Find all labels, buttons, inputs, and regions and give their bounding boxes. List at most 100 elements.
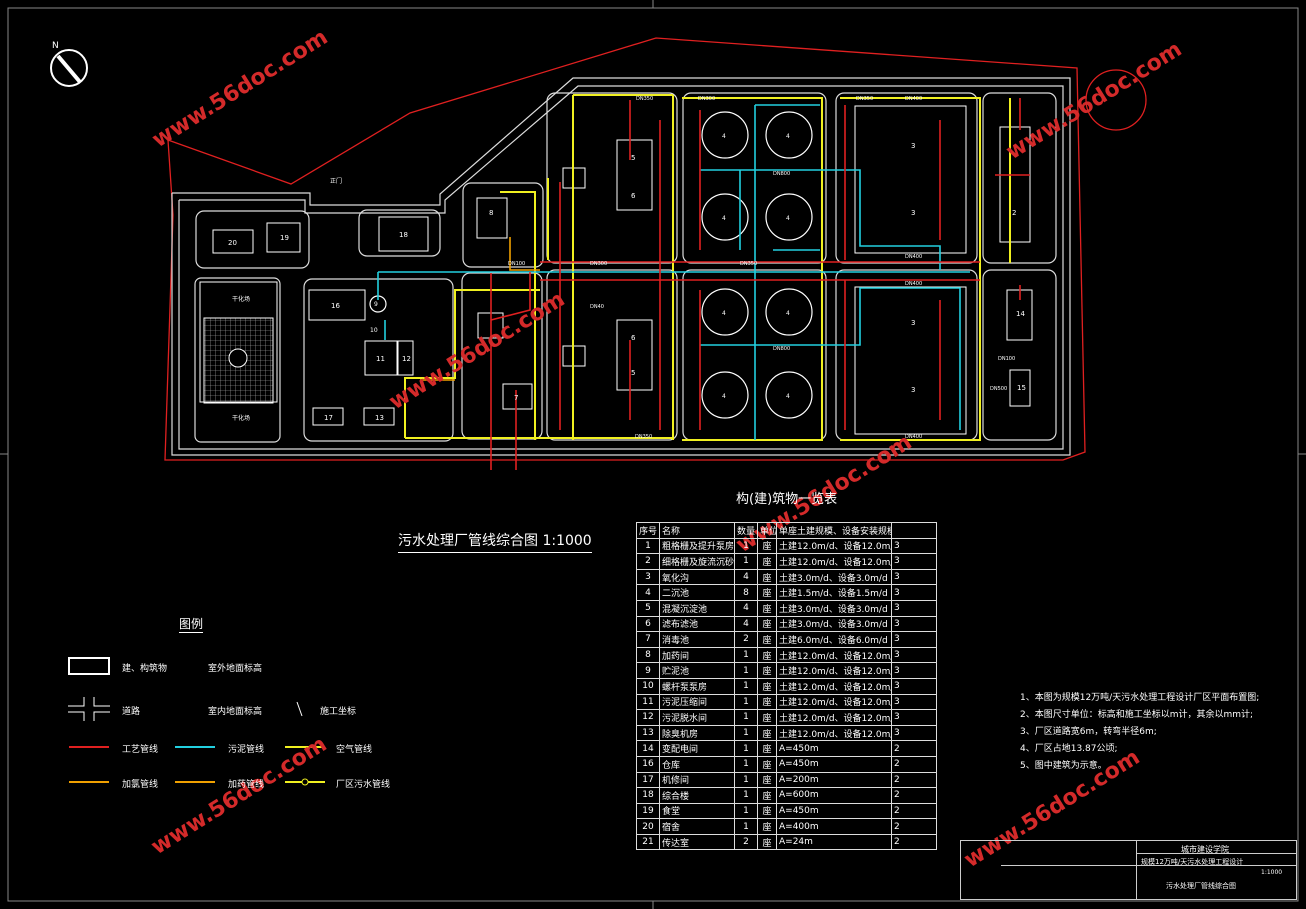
svg-text:4: 4 <box>786 133 790 140</box>
chlorine-pipelines <box>420 237 540 381</box>
svg-text:3: 3 <box>911 142 915 150</box>
table-cell: A=450m <box>776 802 892 820</box>
svg-text:6: 6 <box>631 192 636 200</box>
svg-text:www.56doc.com: www.56doc.com <box>1002 37 1186 165</box>
table-cell: 1 <box>636 537 660 555</box>
svg-text:DN350: DN350 <box>636 96 653 102</box>
svg-text:10: 10 <box>370 327 378 334</box>
table-cell: A=600m <box>776 787 892 804</box>
table-cell: A=450m <box>776 755 892 773</box>
svg-text:DN350: DN350 <box>740 261 757 267</box>
table-cell: A=400m <box>776 818 892 835</box>
svg-text:4: 4 <box>722 215 726 222</box>
svg-text:DN350: DN350 <box>856 96 873 102</box>
table-cell: 3 <box>891 662 937 679</box>
table-cell: 3 <box>891 599 937 617</box>
table-cell: 土建6.0m/d、设备6.0m/d <box>776 631 892 648</box>
svg-text:DN400: DN400 <box>905 254 922 260</box>
table-cell: 20 <box>636 818 660 835</box>
table-cell: 4 <box>734 615 758 633</box>
table-cell: 座 <box>757 818 777 835</box>
legend-label: 道路 <box>122 707 141 717</box>
table-cell: 滤布滤池 <box>659 615 735 633</box>
legend-label: 加药管线 <box>228 780 265 790</box>
table-cell: 污泥脱水间 <box>659 709 735 726</box>
table-cell: 座 <box>757 787 777 804</box>
pipe-size-labels: DN350 DN300 DN350 DN400 DN300 DN350 DN40… <box>508 96 1015 440</box>
table-cell: 座 <box>757 802 777 820</box>
table-cell: 座 <box>757 584 777 601</box>
svg-text:5: 5 <box>631 154 635 162</box>
note-line: 4、厂区占地13.87公顷; <box>1020 744 1118 754</box>
table-cell: 座 <box>757 709 777 726</box>
building-17 <box>312 407 344 426</box>
table-cell: 2 <box>891 787 937 804</box>
note-line: 3、厂区道路宽6m，转弯半径6m; <box>1020 727 1157 737</box>
buildings <box>212 105 1033 435</box>
svg-text:干化场: 干化场 <box>232 414 250 422</box>
svg-text:18: 18 <box>399 231 408 239</box>
process-pipelines <box>490 98 1030 470</box>
table-cell: 2 <box>891 802 937 820</box>
table-cell: A=200m <box>776 771 892 789</box>
table-cell: 1 <box>734 677 758 695</box>
table-cell: 1 <box>734 771 758 789</box>
table-cell: 2 <box>891 818 937 835</box>
table-cell: 土建12.0m/d、设备12.0m/d <box>776 709 892 726</box>
table-cell: 座 <box>757 833 777 851</box>
table-cell: A=24m <box>776 833 892 851</box>
svg-text:13: 13 <box>375 414 384 422</box>
svg-text:17: 17 <box>324 414 333 422</box>
svg-text:12: 12 <box>402 355 411 363</box>
table-cell: 7 <box>636 631 660 648</box>
drawing-title: 污水处理厂管线综合图 1:1000 <box>398 530 592 553</box>
table-cell: 2 <box>891 755 937 773</box>
svg-text:DN300: DN300 <box>590 261 607 267</box>
table-cell: 10 <box>636 677 660 695</box>
building-13 <box>363 407 395 426</box>
table-cell: 座 <box>757 615 777 633</box>
air-pipelines <box>404 94 1011 441</box>
table-row: 2细格栅及旋流沉砂池1座土建12.0m/d、设备12.0m/d3 <box>636 553 937 570</box>
table-cell: 13 <box>636 724 660 742</box>
table-cell: 1 <box>734 724 758 742</box>
table-cell: 土建12.0m/d、设备12.0m/d <box>776 677 892 695</box>
legend-label: 厂区污水管线 <box>336 780 391 790</box>
table-cell: 土建12.0m/d、设备12.0m/d <box>776 537 892 555</box>
table-cell: 1 <box>734 755 758 773</box>
table-cell: 3 <box>891 584 937 601</box>
table-cell: 机修间 <box>659 771 735 789</box>
svg-text:DN800: DN800 <box>773 171 790 177</box>
legend-graphics <box>68 657 325 786</box>
svg-text:15: 15 <box>1017 384 1026 392</box>
table-cell: 18 <box>636 787 660 804</box>
table-cell: 2 <box>734 631 758 648</box>
north-arrow-icon: N <box>50 41 88 87</box>
table-cell: 3 <box>891 709 937 726</box>
table-cell: 土建3.0m/d、设备3.0m/d <box>776 599 892 617</box>
property-boundary <box>164 37 1086 461</box>
table-cell: 加药间 <box>659 646 735 664</box>
table-cell: 细格栅及旋流沉砂池 <box>659 553 735 570</box>
table-cell: 21 <box>636 833 660 851</box>
legend-label: 室外地面标高 <box>208 664 263 674</box>
gate-label: 正门 <box>330 177 342 185</box>
table-cell: 土建12.0m/d、设备12.0m/d <box>776 724 892 742</box>
title-block-drawing: 污水处理厂管线综合图 <box>1166 882 1236 890</box>
table-cell: 16 <box>636 755 660 773</box>
building-2 <box>999 126 1031 243</box>
table-cell: 5 <box>636 599 660 617</box>
table-cell: 2 <box>891 771 937 789</box>
table-cell: 座 <box>757 693 777 711</box>
